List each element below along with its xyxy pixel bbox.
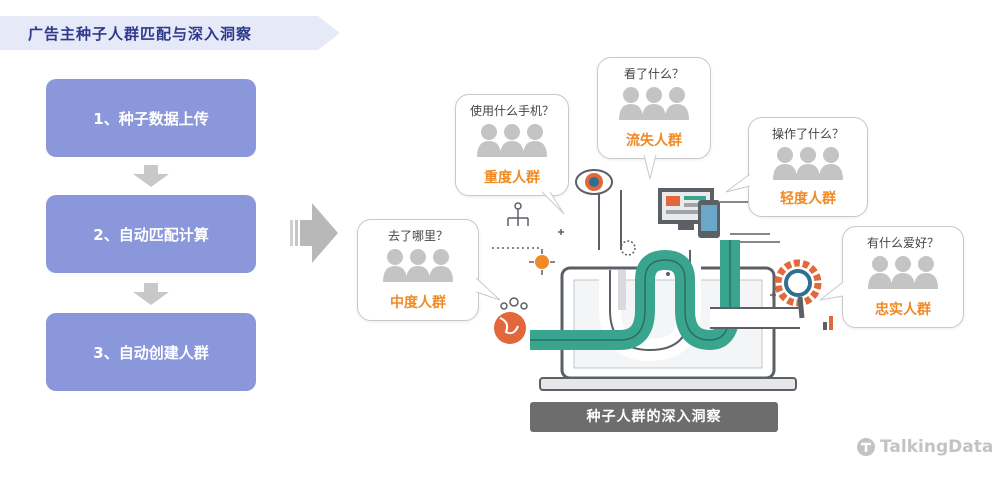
people-icon xyxy=(868,255,938,289)
laptop-base xyxy=(540,378,796,390)
bubble-group-label: 重度人群 xyxy=(456,167,568,187)
bubble-group-label: 忠实人群 xyxy=(843,299,963,319)
page-title: 广告主种子人群匹配与深入洞察 xyxy=(28,23,252,44)
bubble-tail xyxy=(640,155,660,181)
bubble-tail xyxy=(476,276,502,302)
bubble-loyal-users: 有什么爱好？ 忠实人群 xyxy=(842,226,964,328)
bubble-question: 去了哪里？ xyxy=(358,227,478,244)
people-icon xyxy=(383,248,453,282)
logo-mark-icon xyxy=(856,437,876,457)
bar-chart-icon xyxy=(823,322,827,330)
bubble-medium-users: 去了哪里？ 中度人群 xyxy=(357,219,479,321)
bubble-group-label: 流失人群 xyxy=(598,130,710,150)
step-auto-create: 3、自动创建人群 xyxy=(46,313,256,391)
network-icon xyxy=(515,203,521,209)
down-arrow-icon xyxy=(133,283,169,305)
illustration-caption: 种子人群的深入洞察 xyxy=(530,402,778,432)
target-icon xyxy=(535,255,549,269)
globe-icon xyxy=(494,312,526,344)
bubble-group-label: 中度人群 xyxy=(358,292,478,312)
bubble-tail xyxy=(540,192,566,218)
bubble-question: 有什么爱好？ xyxy=(843,234,963,251)
right-arrow-icon xyxy=(290,203,338,263)
step-seed-upload: 1、种子数据上传 xyxy=(46,79,256,157)
title-banner: 广告主种子人群匹配与深入洞察 xyxy=(0,16,340,50)
bubble-tail xyxy=(818,280,844,304)
people-icon xyxy=(477,123,547,157)
bubble-question: 操作了什么？ xyxy=(749,125,867,142)
magnifier-icon xyxy=(786,271,810,295)
down-arrow-icon xyxy=(133,165,169,187)
bubble-heavy-users: 使用什么手机？ 重度人群 xyxy=(455,94,569,196)
people-icon xyxy=(619,86,689,120)
bubble-question: 看了什么？ xyxy=(598,65,710,82)
bubble-tail xyxy=(726,170,752,194)
bubble-question: 使用什么手机？ xyxy=(456,102,568,119)
people-icon xyxy=(773,146,843,180)
talkingdata-logo: TalkingData xyxy=(856,437,993,457)
logo-text: TalkingData xyxy=(880,437,993,457)
bubble-churned-users: 看了什么？ 流失人群 xyxy=(597,57,711,159)
bubble-group-label: 轻度人群 xyxy=(749,188,867,208)
step-auto-match: 2、自动匹配计算 xyxy=(46,195,256,273)
bubble-light-users: 操作了什么？ 轻度人群 xyxy=(748,117,868,217)
